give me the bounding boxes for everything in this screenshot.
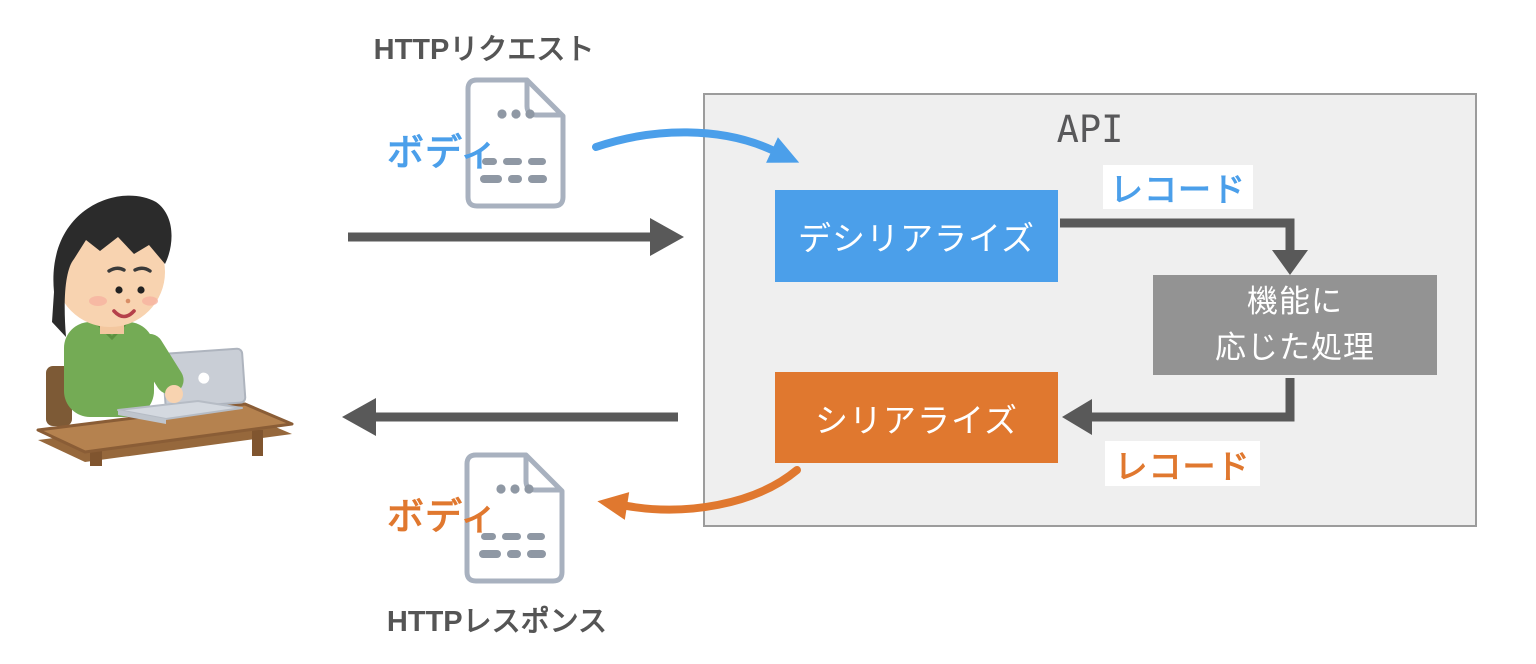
response-body-label: ボディ [387,496,499,537]
processing-line2: 応じた処理 [1215,330,1375,365]
http-response-label: HTTPレスポンス [386,606,608,638]
person-eyes [115,286,123,294]
document-text-dots [479,484,546,558]
processing-box: 機能に 応じた処理 [1153,275,1437,375]
response-arrow [342,398,678,436]
response-document-icon [464,452,565,584]
document-text-dots [480,109,547,183]
record-response-arrow [1062,378,1295,435]
request-document-icon [465,77,566,209]
person-mouth [112,309,136,319]
desk-icon [36,402,294,466]
record-request-label: レコード [1103,165,1253,209]
processing-line1: 機能に [1247,284,1343,319]
person-nose [125,298,131,304]
person-torso [64,321,154,417]
request-body-label: ボディ [387,132,499,173]
laptop-icon [117,347,247,424]
record-response-label: レコード [1105,441,1260,486]
person-head [52,195,172,337]
http-request-label: HTTPリクエスト [373,34,595,66]
person-at-laptop-illustration [36,195,294,466]
body-to-api-arrow [592,128,800,163]
deserialize-box: デシリアライズ [775,190,1058,282]
person-eyebrows [107,266,126,273]
person-blush [89,296,107,306]
person-arm [135,333,184,403]
record-request-arrow [1060,218,1308,275]
api-to-body-arrow [597,466,801,520]
api-title: API [1056,108,1124,151]
request-arrow [348,218,684,256]
serialize-box: シリアライズ [775,372,1058,463]
person-hair [52,195,172,337]
